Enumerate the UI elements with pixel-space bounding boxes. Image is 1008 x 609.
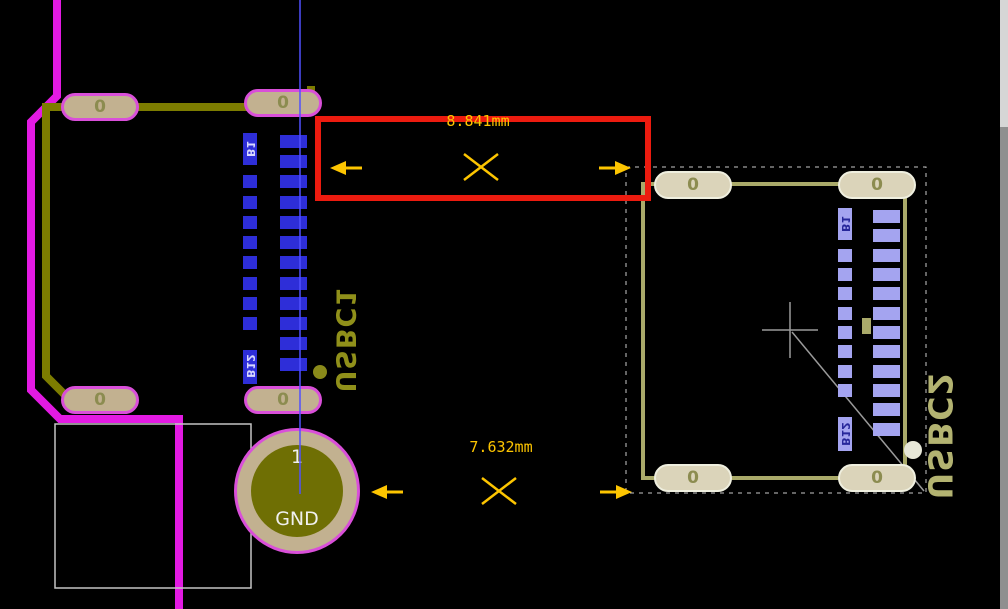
arrow-right-icon — [616, 485, 632, 499]
pad-net-name: GND — [275, 508, 319, 530]
mounting-pad[interactable]: 0 — [61, 386, 139, 414]
pad-number: 0 — [277, 93, 289, 113]
cursor-guide-line — [299, 0, 301, 494]
dimension-label: 7.632mm — [469, 438, 533, 456]
measure-cross-icon — [463, 153, 499, 181]
smd-pads-usbc2[interactable] — [838, 208, 900, 451]
mounting-pad[interactable]: 0 — [654, 464, 732, 492]
pin-label-b12: B12 — [839, 422, 852, 446]
arrow-left-icon — [330, 161, 346, 175]
selection-bounding-box — [625, 166, 927, 494]
pin-label-b1: B1 — [244, 140, 257, 158]
mounting-pad[interactable]: 0 — [838, 464, 916, 492]
reference-designator[interactable]: USBC1 — [329, 286, 361, 393]
dimension-label: 8.841mm — [446, 112, 510, 130]
smd-pads-usbc1[interactable] — [243, 133, 307, 384]
pad-number: 0 — [94, 97, 106, 117]
reference-designator[interactable]: USBC2 — [920, 371, 960, 500]
arrow-left-icon — [371, 485, 387, 499]
scrollbar-track[interactable] — [1000, 0, 1008, 609]
zone-outline[interactable] — [54, 423, 252, 589]
fab-mark — [862, 318, 871, 334]
pad-number: 0 — [277, 390, 289, 410]
anchor-dot — [904, 441, 922, 459]
mounting-pad[interactable]: 0 — [244, 89, 322, 117]
dimension-annotations — [330, 153, 632, 505]
arrow-right-icon — [615, 161, 631, 175]
pad-number: 0 — [871, 175, 883, 195]
mounting-pad[interactable]: 0 — [654, 171, 732, 199]
mounting-pad[interactable]: 0 — [838, 171, 916, 199]
gnd-through-hole-pad[interactable] — [234, 428, 360, 554]
pad-number: 0 — [94, 390, 106, 410]
measure-cross-icon — [481, 477, 517, 505]
copper-trace-olive[interactable] — [42, 86, 315, 404]
pad-number: 0 — [871, 468, 883, 488]
via-dot[interactable] — [313, 365, 327, 379]
mounting-pad[interactable]: 0 — [61, 93, 139, 121]
scrollbar-thumb[interactable] — [1000, 0, 1008, 127]
copper-trace-magenta[interactable] — [27, 0, 183, 609]
gnd-drill-hole — [251, 445, 343, 537]
courtyard-outline-usbc2[interactable] — [641, 182, 907, 480]
measurement-highlight-box — [315, 116, 651, 201]
pad-number: 1 — [290, 446, 304, 468]
pad-number: 0 — [687, 468, 699, 488]
pad-number: 0 — [687, 175, 699, 195]
pin-label-b12: B12 — [244, 354, 257, 378]
mounting-pad[interactable]: 0 — [244, 386, 322, 414]
pin-label-b1: B1 — [839, 215, 852, 233]
